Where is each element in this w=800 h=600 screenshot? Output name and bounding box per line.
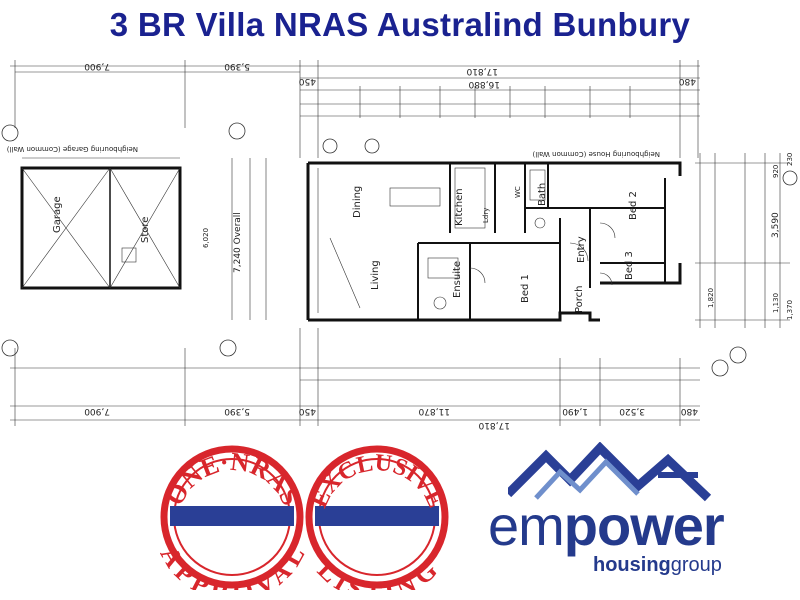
floor-plan: 7,900 5,390 450 17,810 16,880 480 Garage… — [1, 60, 798, 430]
dim-top-overall: 17,810 — [466, 66, 498, 76]
top-ticks — [359, 86, 631, 118]
dim-top-gap: 450 — [299, 76, 316, 86]
house-block — [306, 161, 682, 322]
room-label-wc: WC — [514, 186, 522, 198]
logo-subtitle: housinggroup — [593, 555, 722, 575]
room-label-entry: Entry — [576, 236, 587, 263]
dim-bottom-end: 480 — [681, 406, 698, 416]
section-markers — [1, 122, 798, 377]
room-label-bed3: Bed 3 — [624, 251, 635, 280]
dim-right-b: 230 — [786, 153, 794, 166]
dim-top-garage: 7,900 — [84, 61, 110, 71]
logo-wordmark: empower — [488, 498, 725, 554]
logo-sub-housing: housing — [593, 554, 671, 576]
dim-bottom-gap: 450 — [299, 406, 316, 416]
dim-bottom-porch: 1,490 — [562, 406, 588, 416]
roof-icon — [508, 442, 712, 502]
room-label-kitchen: Kitchen — [454, 188, 465, 226]
dim-top-house: 16,880 — [468, 79, 500, 89]
dim-right-e: 1,370 — [786, 300, 794, 320]
dim-bottom-garage: 7,900 — [84, 406, 110, 416]
room-label-ldry: Ldry — [482, 208, 490, 223]
right-dimension-lines — [695, 153, 790, 328]
dim-right-d: 1,130 — [772, 293, 780, 313]
exclusive-listing-stamp: EXCLUSIVE LISTING — [305, 445, 449, 590]
dim-right-a: 920 — [772, 165, 780, 178]
room-label-store: Store — [140, 217, 151, 243]
logo-word-em: em — [488, 494, 565, 557]
room-label-porch: Porch — [574, 285, 585, 313]
logo-word-power: power — [563, 494, 725, 557]
bottom-dimension-lines — [10, 328, 700, 426]
neighbour-garage-note: Neighbouring Garage (Common Wall) — [7, 145, 138, 153]
dim-bottom-overall: 17,810 — [478, 420, 510, 430]
neighbour-house-note: Neighbouring House (Common Wall) — [532, 150, 660, 158]
nras-approval-stamp: ONE·NRAS APPROVAL — [160, 445, 305, 590]
room-label-bed1: Bed 1 — [520, 274, 531, 303]
dim-bottom-house: 11,870 — [418, 406, 450, 416]
dim-top-store: 5,390 — [224, 61, 250, 71]
room-label-dining: Dining — [352, 186, 363, 218]
dim-top-end: 480 — [679, 76, 696, 86]
garage-block — [20, 157, 182, 290]
overall-depth-label: 7,240 Overall — [233, 212, 243, 273]
room-label-bed2: Bed 2 — [628, 191, 639, 220]
room-label-ensuite: Ensuite — [452, 261, 463, 298]
dim-bottom-bed: 3,520 — [619, 406, 645, 416]
empower-logo: empower housinggroup — [488, 442, 748, 592]
top-dimension-lines — [10, 60, 700, 158]
logo-sub-group: group — [670, 554, 722, 576]
page-title: 3 BR Villa NRAS Australind Bunbury — [109, 6, 691, 43]
garage-depth: 6,020 — [202, 228, 210, 248]
room-label-living: Living — [370, 260, 381, 290]
room-label-bath: Bath — [537, 183, 548, 206]
room-label-garage: Garage — [52, 196, 63, 233]
dim-right-c: 1,820 — [707, 288, 715, 308]
dim-bottom-store: 5,390 — [224, 406, 250, 416]
dim-right-main: 3,590 — [771, 212, 781, 238]
